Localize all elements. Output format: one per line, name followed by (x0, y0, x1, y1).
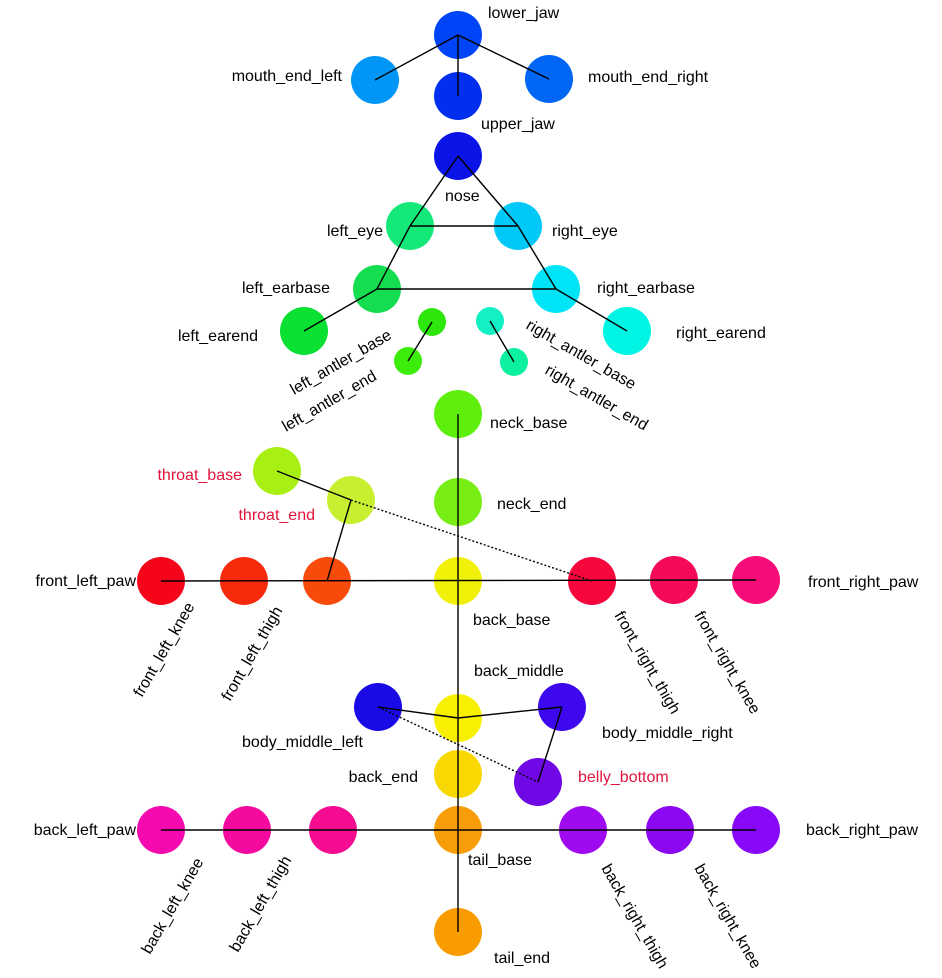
edge-left_eye-left_earbase (376, 225, 411, 290)
edge-lower_jaw-mouth_end_left (374, 34, 459, 81)
label-tail_base: tail_base (468, 852, 532, 869)
label-upper_jaw: upper_jaw (481, 116, 555, 133)
edge-right_earbase-right_earend (555, 288, 628, 332)
edge-body_middle_right-belly_bottom (537, 706, 563, 783)
label-back_left_paw: back_left_paw (34, 822, 137, 839)
label-back_end: back_end (349, 769, 418, 786)
label-body_middle_right: body_middle_right (602, 725, 733, 742)
edge-right_eye-right_earbase (517, 225, 557, 290)
edge-left_earbase-left_earend (303, 288, 378, 332)
edge-right_antler_base-right_antler_end (489, 320, 515, 363)
edge-lower_jaw-mouth_end_right (457, 34, 550, 80)
edge-front_left_paw-front_right_paw (160, 579, 757, 582)
label-back_middle: back_middle (474, 663, 564, 680)
label-nose: nose (445, 188, 480, 205)
label-front_left_knee: front_left_knee (131, 600, 199, 700)
label-throat_end: throat_end (238, 507, 315, 524)
edge-back_middle-body_middle_right (457, 706, 563, 719)
label-right_eye: right_eye (552, 223, 618, 240)
label-body_middle_left: body_middle_left (242, 734, 364, 751)
label-front_right_paw: front_right_paw (808, 574, 919, 591)
label-lower_jaw: lower_jaw (488, 5, 560, 22)
label-left_earend: left_earend (178, 328, 258, 345)
edge-throat_end-front_left_thigh (326, 499, 352, 582)
label-back_left_knee: back_left_knee (139, 855, 208, 957)
label-back_right_knee: back_right_knee (691, 862, 764, 972)
label-front_left_thigh: front_left_thigh (219, 604, 287, 704)
edges-layer (160, 34, 757, 932)
dashed-edge-body_middle_left-belly_bottom (377, 706, 539, 783)
keypoint-front_right_thigh (568, 557, 616, 605)
label-mouth_end_left: mouth_end_left (232, 68, 343, 85)
label-left_eye: left_eye (327, 223, 383, 240)
edge-nose-right_eye (457, 155, 519, 227)
label-front_right_thigh: front_right_thigh (611, 609, 684, 718)
label-back_base: back_base (473, 612, 550, 629)
edge-throat_base-throat_end (276, 470, 352, 501)
label-back_right_paw: back_right_paw (806, 822, 919, 839)
label-front_right_knee: front_right_knee (691, 609, 764, 718)
label-throat_base: throat_base (157, 467, 242, 484)
label-belly_bottom: belly_bottom (578, 769, 669, 786)
edge-nose-left_eye (409, 155, 459, 227)
edge-back_middle-body_middle_left (377, 706, 459, 719)
label-back_right_thigh: back_right_thigh (598, 862, 671, 972)
edge-left_antler_base-left_antler_end (407, 321, 433, 362)
label-left_earbase: left_earbase (242, 280, 330, 297)
label-right_earbase: right_earbase (597, 280, 695, 297)
label-neck_end: neck_end (497, 496, 566, 513)
label-mouth_end_right: mouth_end_right (588, 69, 709, 86)
label-front_left_paw: front_left_paw (35, 573, 136, 590)
label-back_left_thigh: back_left_thigh (227, 853, 296, 955)
label-neck_base: neck_base (490, 415, 567, 432)
label-tail_end: tail_end (494, 950, 550, 967)
label-right_earend: right_earend (676, 325, 766, 342)
